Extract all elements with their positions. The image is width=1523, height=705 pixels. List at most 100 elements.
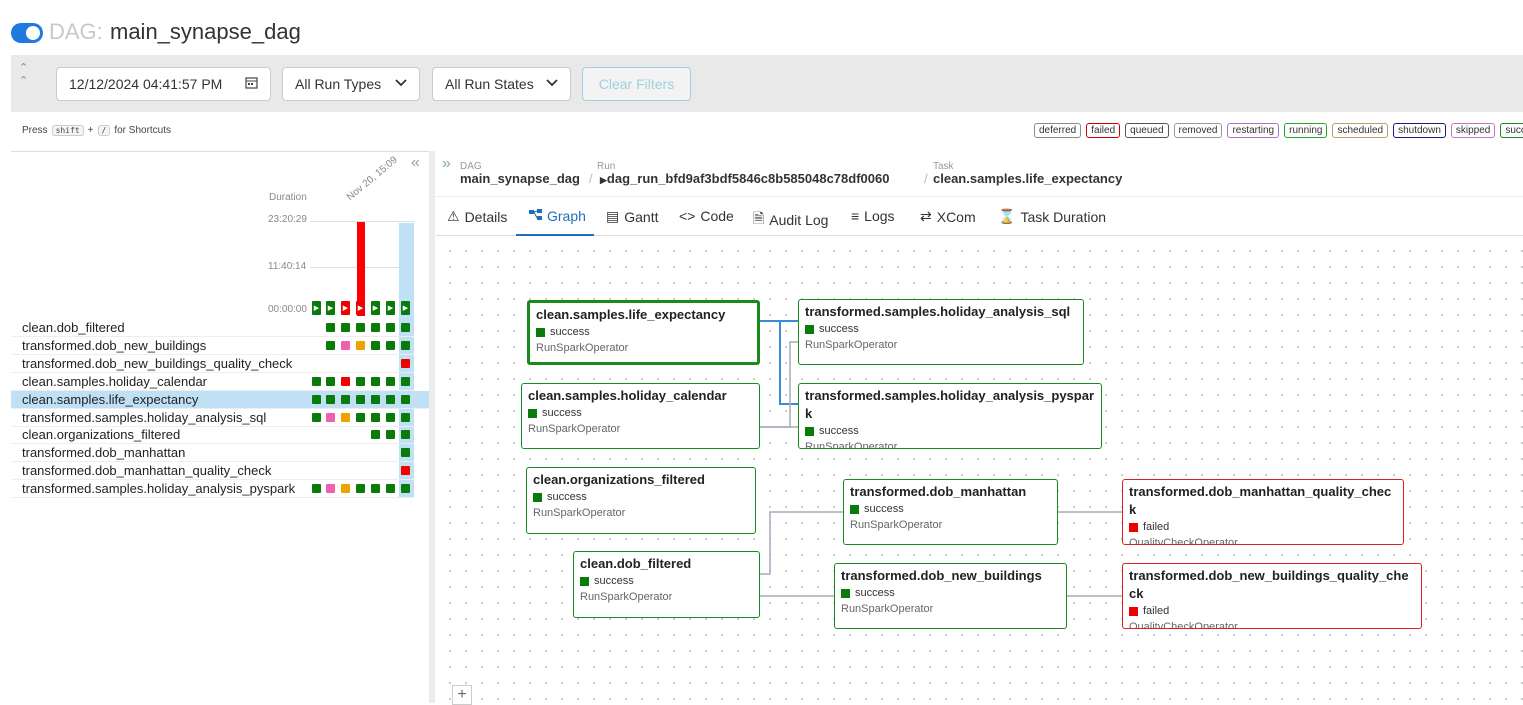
run-button[interactable]: ▶ xyxy=(386,301,395,315)
task-instance-cell[interactable] xyxy=(401,376,410,386)
task-instance-cell[interactable] xyxy=(341,412,350,422)
run-button[interactable]: ▶ xyxy=(326,301,335,315)
task-instance-cell[interactable] xyxy=(341,376,350,386)
task-instance-cell[interactable] xyxy=(401,394,410,404)
task-instance-cell[interactable] xyxy=(386,323,395,332)
task-instance-cell[interactable] xyxy=(312,484,321,494)
legend-success[interactable]: success xyxy=(1500,123,1523,138)
task-instance-cell[interactable] xyxy=(356,484,365,494)
task-instance-cell[interactable] xyxy=(341,340,350,350)
tab-details[interactable]: ⚠Details xyxy=(447,208,507,225)
legend-removed[interactable]: removed xyxy=(1173,123,1223,138)
task-instance-cell[interactable] xyxy=(341,394,350,404)
breadcrumb-dag[interactable]: main_synapse_dag xyxy=(460,171,580,186)
node-holiday-calendar[interactable]: clean.samples.holiday_calendar success R… xyxy=(521,383,760,449)
task-instance-cell[interactable] xyxy=(386,412,395,422)
task-row[interactable]: transformed.dob_new_buildings_quality_ch… xyxy=(11,355,414,373)
task-instance-cell[interactable] xyxy=(341,484,350,494)
task-instance-cell[interactable] xyxy=(326,394,335,404)
breadcrumb-run[interactable]: ▶dag_run_bfd9af3bdf5846c8b585048c78df006… xyxy=(600,171,889,186)
run-states-select[interactable]: All Run States xyxy=(432,67,571,101)
task-instance-cell[interactable] xyxy=(401,466,410,476)
task-instance-cell[interactable] xyxy=(312,376,321,386)
run-types-select[interactable]: All Run Types xyxy=(282,67,420,101)
task-instance-cell[interactable] xyxy=(401,340,410,350)
task-instance-cell[interactable] xyxy=(356,394,365,404)
task-row[interactable]: clean.samples.life_expectancy xyxy=(11,390,429,409)
run-button[interactable]: ▶ xyxy=(371,301,380,315)
task-row[interactable]: clean.samples.holiday_calendar xyxy=(11,373,414,391)
node-holiday-analysis-pyspark[interactable]: transformed.samples.holiday_analysis_pys… xyxy=(798,383,1102,449)
tab-logs[interactable]: ≡Logs xyxy=(851,208,895,224)
node-dob-new-buildings[interactable]: transformed.dob_new_buildings success Ru… xyxy=(834,563,1067,629)
node-dob-new-buildings-quality-check[interactable]: transformed.dob_new_buildings_quality_ch… xyxy=(1122,563,1422,629)
task-instance-cell[interactable] xyxy=(326,340,335,350)
tab-code[interactable]: <>Code xyxy=(679,208,734,224)
calendar-icon[interactable] xyxy=(245,76,258,92)
task-instance-cell[interactable] xyxy=(401,484,410,494)
node-dob-manhattan[interactable]: transformed.dob_manhattan success RunSpa… xyxy=(843,479,1058,545)
task-row[interactable]: transformed.dob_manhattan_quality_check xyxy=(11,462,414,481)
task-instance-cell[interactable] xyxy=(371,323,380,332)
task-instance-cell[interactable] xyxy=(386,376,395,386)
task-instance-cell[interactable] xyxy=(371,412,380,422)
task-instance-cell[interactable] xyxy=(356,323,365,332)
expand-right-icon[interactable]: » xyxy=(442,155,451,172)
task-row[interactable]: transformed.samples.holiday_analysis_sql xyxy=(11,409,414,427)
run-duration-bar[interactable] xyxy=(357,222,365,316)
breadcrumb-task[interactable]: clean.samples.life_expectancy xyxy=(933,171,1123,186)
task-instance-cell[interactable] xyxy=(312,394,321,404)
task-instance-cell[interactable] xyxy=(326,376,335,386)
task-instance-cell[interactable] xyxy=(371,394,380,404)
legend-scheduled[interactable]: scheduled xyxy=(1332,123,1389,138)
task-instance-cell[interactable] xyxy=(386,484,395,494)
node-organizations-filtered[interactable]: clean.organizations_filtered success Run… xyxy=(526,467,756,534)
node-holiday-analysis-sql[interactable]: transformed.samples.holiday_analysis_sql… xyxy=(798,299,1084,365)
task-instance-cell[interactable] xyxy=(341,323,350,332)
task-instance-cell[interactable] xyxy=(326,412,335,422)
task-instance-cell[interactable] xyxy=(401,412,410,422)
task-instance-cell[interactable] xyxy=(312,412,321,422)
task-instance-cell[interactable] xyxy=(401,430,410,440)
node-dob-filtered[interactable]: clean.dob_filtered success RunSparkOpera… xyxy=(573,551,760,618)
base-date-input[interactable]: 12/12/2024 04:41:57 PM xyxy=(56,67,271,101)
tab-xcom[interactable]: ⇄XCom xyxy=(920,208,976,225)
task-instance-cell[interactable] xyxy=(356,340,365,350)
zoom-in-button[interactable]: + xyxy=(452,685,472,705)
run-button[interactable]: ▶ xyxy=(312,301,321,315)
legend-queued[interactable]: queued xyxy=(1125,123,1169,138)
run-button[interactable]: ▶ xyxy=(401,301,410,315)
node-life-expectancy[interactable]: clean.samples.life_expectancy success Ru… xyxy=(527,300,760,365)
task-instance-cell[interactable] xyxy=(401,358,410,368)
run-button[interactable]: ▶ xyxy=(341,301,350,315)
tab-audit-log[interactable]: 🗎Audit Log xyxy=(753,208,828,232)
task-row[interactable]: transformed.dob_manhattan xyxy=(11,444,414,463)
collapse-left-icon[interactable]: « xyxy=(411,154,420,171)
task-instance-cell[interactable] xyxy=(371,484,380,494)
legend-running[interactable]: running xyxy=(1284,123,1328,138)
legend-skipped[interactable]: skipped xyxy=(1450,123,1496,138)
task-row[interactable]: transformed.dob_new_buildings xyxy=(11,337,414,355)
task-row[interactable]: clean.dob_filtered xyxy=(11,319,414,337)
task-instance-cell[interactable] xyxy=(386,394,395,404)
run-button[interactable]: ▶ xyxy=(356,301,365,315)
task-instance-cell[interactable] xyxy=(356,376,365,386)
legend-restarting[interactable]: restarting xyxy=(1227,123,1280,138)
task-instance-cell[interactable] xyxy=(371,430,380,440)
clear-filters-button[interactable]: Clear Filters xyxy=(582,67,691,101)
legend-shutdown[interactable]: shutdown xyxy=(1393,123,1446,138)
task-instance-cell[interactable] xyxy=(401,323,410,332)
tab-task-duration[interactable]: ⌛Task Duration xyxy=(998,208,1106,225)
task-instance-cell[interactable] xyxy=(371,340,380,350)
node-dob-manhattan-quality-check[interactable]: transformed.dob_manhattan_quality_check … xyxy=(1122,479,1404,545)
task-row[interactable]: clean.organizations_filtered xyxy=(11,426,414,445)
task-row[interactable]: transformed.samples.holiday_analysis_pys… xyxy=(11,480,414,499)
task-instance-cell[interactable] xyxy=(326,484,335,494)
legend-failed[interactable]: failed xyxy=(1086,123,1121,138)
tab-graph[interactable]: Graph xyxy=(529,208,586,224)
task-instance-cell[interactable] xyxy=(386,340,395,350)
panel-divider[interactable] xyxy=(429,151,435,703)
tab-gantt[interactable]: ▤Gantt xyxy=(606,208,658,225)
task-instance-cell[interactable] xyxy=(371,376,380,386)
legend-deferred[interactable]: deferred xyxy=(1034,123,1082,138)
